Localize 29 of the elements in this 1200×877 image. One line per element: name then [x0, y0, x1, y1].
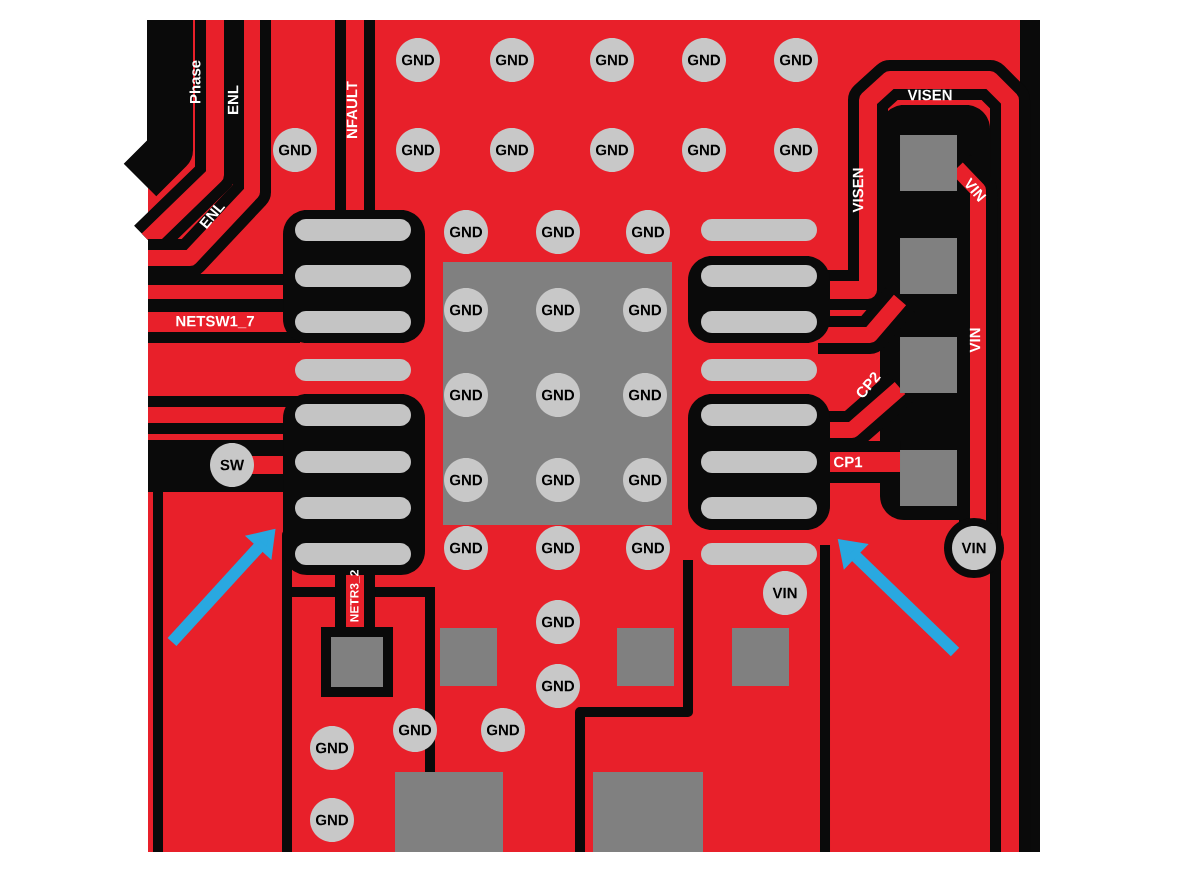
pad	[900, 238, 957, 294]
pad	[900, 135, 957, 191]
pin-pad	[701, 497, 817, 519]
net-label: NFAULT	[346, 81, 358, 138]
pad	[900, 450, 957, 506]
pin-pad	[295, 451, 411, 473]
pad	[395, 772, 503, 852]
pin-pad	[701, 543, 817, 565]
net-label: NETSW1_7	[176, 315, 254, 329]
pin-pad	[701, 451, 817, 473]
pad	[617, 628, 674, 686]
pad	[440, 628, 497, 686]
pad	[732, 628, 789, 686]
pin-pad	[295, 497, 411, 519]
pad	[321, 627, 393, 697]
pin-pad	[295, 404, 411, 426]
pin-pad	[701, 404, 817, 426]
net-label: VISEN	[852, 168, 864, 213]
net-label: CP1	[834, 456, 863, 468]
net-label: Phase	[189, 60, 201, 104]
net-label: VIN	[969, 328, 981, 353]
net-label: NETR3_2	[350, 570, 360, 622]
net-label: ENL	[227, 85, 239, 114]
net-label: VISEN	[907, 89, 952, 101]
pad	[593, 772, 703, 852]
net-label: ENL	[199, 204, 226, 229]
net-label: VIN	[965, 177, 987, 203]
pin-pad	[295, 543, 411, 565]
pad	[900, 337, 957, 393]
